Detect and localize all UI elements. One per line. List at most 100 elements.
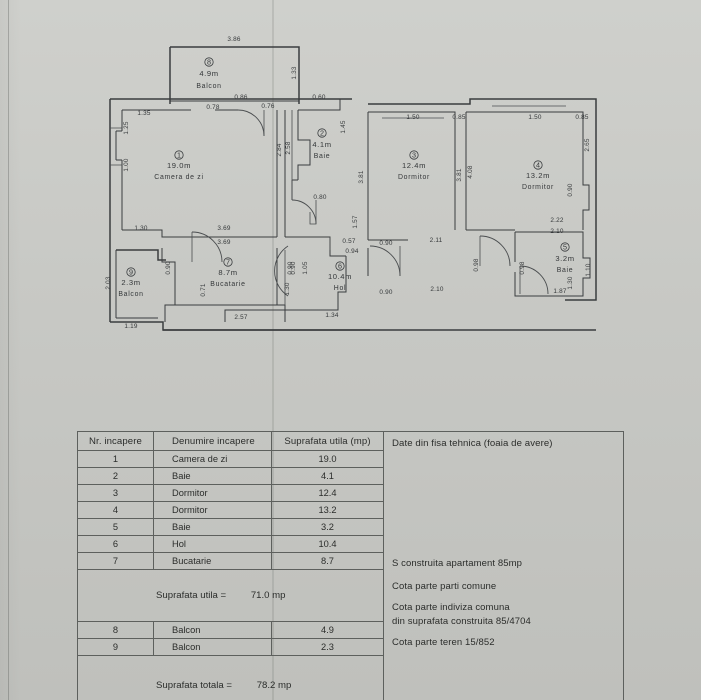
cell-area: 19.0	[271, 450, 384, 468]
cell-area: 8.7	[271, 552, 384, 570]
header-area: Suprafata utila (mp)	[271, 431, 384, 451]
table-row: 9 Balcon 2.3	[77, 638, 624, 656]
dim-1-25: 1.25	[123, 121, 130, 134]
svg-text:1: 1	[177, 151, 181, 160]
cell-name: Camera de zi	[153, 450, 272, 468]
dim-0-60: 0.60	[312, 94, 325, 101]
dim-0-98-a: 0.98	[473, 258, 480, 271]
dim-0-90-hol-b: 0.90	[379, 289, 392, 296]
dim-0-90-hol-a: 0.90	[379, 240, 392, 247]
table-header-row: Nr. incapere Denumire incapere Suprafata…	[77, 431, 624, 700]
room-label-3: 3 12.4m Dormitor	[398, 150, 430, 181]
cell-name: Dormitor	[153, 501, 272, 519]
dim-2-58-a: 2.58	[285, 141, 292, 154]
dimension-labels: 3.86 1.33 0.86 0.78 0.76 0.60 1.35 1.25 …	[105, 36, 592, 330]
cell-nr: 2	[77, 467, 154, 485]
tech-line-2: Cota parte parti comune	[392, 581, 497, 593]
cell-nr: 8	[77, 621, 154, 639]
cell-area: 2.3	[271, 638, 384, 656]
tech-details: S construita apartament 85mp Cota parte …	[392, 555, 623, 652]
svg-text:4: 4	[536, 161, 540, 170]
dim-0-98-b: 0.98	[519, 261, 526, 274]
tech-line-3: Cota parte indiviza comuna din suprafata…	[392, 601, 623, 629]
dim-2-84: 2.84	[276, 143, 283, 156]
dim-1-30: 1.30	[134, 225, 147, 232]
room-labels: 8 4.9m Balcon 1 19.0m Camera de zi 2 4.1…	[118, 57, 574, 298]
dim-3-81-a: 3.81	[358, 170, 365, 183]
room-label-5: 5 3.2m Baie	[555, 242, 574, 274]
dim-2-10-baie: 2.10	[550, 228, 563, 235]
cell-area: 13.2	[271, 501, 384, 519]
table-row: 6 Hol 10.4	[77, 535, 624, 553]
room-label-7: 7 8.7m Bucatarie	[210, 257, 245, 288]
dim-2-57: 2.57	[234, 314, 247, 321]
svg-text:4.9m: 4.9m	[199, 69, 218, 78]
subtotal-cell: Suprafata utila = 71.0 mp	[77, 569, 384, 622]
svg-text:9: 9	[129, 268, 133, 277]
room-5-bath-outline	[514, 231, 591, 297]
floor-plan-drawing: 3.86 1.33 0.86 0.78 0.76 0.60 1.35 1.25 …	[105, 36, 597, 331]
balcony-8-outline	[169, 46, 300, 104]
dim-1-87: 1.87	[553, 288, 566, 295]
dim-1-34: 1.34	[325, 312, 338, 319]
dim-2-11: 2.11	[430, 237, 443, 244]
dim-2-03: 2.03	[105, 276, 112, 289]
dim-0-90-left: 0.90	[287, 261, 294, 274]
cell-nr: 5	[77, 518, 154, 536]
svg-text:4.1m: 4.1m	[312, 140, 331, 149]
svg-text:8.7m: 8.7m	[218, 268, 237, 277]
cell-name: Bucatarie	[153, 552, 272, 570]
dim-1-45: 1.45	[340, 120, 347, 133]
subtotal-label: Suprafata utila =	[156, 590, 227, 601]
svg-text:Dormitor: Dormitor	[398, 174, 430, 181]
svg-text:5: 5	[563, 243, 567, 252]
cell-name: Hol	[153, 535, 272, 553]
svg-text:Bucatarie: Bucatarie	[210, 281, 245, 288]
cell-nr: 7	[77, 552, 154, 570]
dim-1-10: 1.10	[585, 263, 592, 276]
cell-nr: 1	[77, 450, 154, 468]
balcony-9-outline	[115, 249, 166, 319]
dim-2-10-hol: 2.10	[430, 286, 443, 293]
room-schedule-table: Nr. incapere Denumire incapere Suprafata…	[77, 431, 624, 700]
svg-text:Hol: Hol	[334, 285, 346, 292]
subtotal-row: Suprafata utila = 71.0 mp	[77, 569, 624, 622]
dim-0-90-right: 0.90	[567, 183, 574, 196]
room-label-8: 8 4.9m Balcon	[196, 57, 221, 90]
svg-text:2: 2	[320, 129, 324, 138]
table-row: 1 Camera de zi 19.0	[77, 450, 624, 468]
dim-3-69-a: 3.69	[217, 225, 230, 232]
total-row: Suprafata totala = 78.2 mp	[77, 655, 624, 700]
dim-1-30-right: 1.30	[567, 276, 574, 289]
room-2-bath-outline	[291, 99, 341, 225]
svg-text:Dormitor: Dormitor	[522, 184, 554, 191]
dim-0-86: 0.86	[234, 94, 247, 101]
svg-text:Baie: Baie	[314, 153, 331, 160]
paper-fold-middle	[272, 0, 274, 700]
cell-area: 12.4	[271, 484, 384, 502]
dim-0-80: 0.80	[313, 194, 326, 201]
dim-4-08: 4.08	[467, 165, 474, 178]
dim-0-90-k1: 0.90	[165, 261, 172, 274]
dim-0-90-k2: 0.90	[290, 261, 297, 274]
tech-header-text: Date din fisa tehnica (foaia de avere)	[392, 438, 553, 449]
room-label-1: 1 19.0m Camera de zi	[154, 150, 203, 181]
cell-name: Dormitor	[153, 484, 272, 502]
dim-0-71: 0.71	[200, 283, 207, 296]
svg-text:19.0m: 19.0m	[167, 161, 191, 170]
room-3-bedroom-outline	[367, 111, 456, 277]
room-4-bedroom-outline	[465, 105, 590, 267]
total-label: Suprafata totala =	[156, 680, 233, 691]
dim-0-85-b: 0.85	[575, 114, 588, 121]
dim-1-35: 1.35	[137, 110, 150, 117]
total-cell: Suprafata totala = 78.2 mp	[77, 655, 384, 700]
dim-balcony-top: 3.86	[227, 36, 240, 43]
cell-nr: 6	[77, 535, 154, 553]
svg-text:6: 6	[338, 262, 342, 271]
table-row: 7 Bucatarie 8.7	[77, 552, 624, 570]
tech-line-1: S construita apartament 85mp	[392, 558, 523, 569]
dim-2-22: 2.22	[550, 217, 563, 224]
subtotal-value: 71.0 mp	[250, 590, 286, 601]
cell-area: 4.1	[271, 467, 384, 485]
